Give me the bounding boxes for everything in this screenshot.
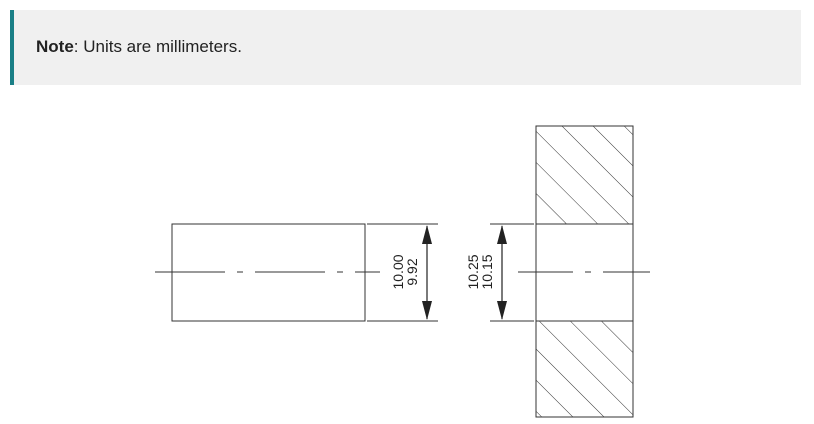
shaft: 10.00 9.92 bbox=[155, 223, 438, 322]
shaft-arrow-top bbox=[422, 225, 432, 244]
hole-dim-upper: 10.25 bbox=[465, 254, 481, 289]
shaft-arrow-bottom bbox=[422, 301, 432, 320]
hole-part: 10.25 10.15 bbox=[465, 125, 650, 418]
shaft-dim-lower: 9.92 bbox=[404, 258, 420, 285]
note-text: Note: Units are millimeters. bbox=[36, 36, 242, 58]
hole-arrow-top bbox=[497, 225, 507, 244]
shaft-dim-upper: 10.00 bbox=[390, 254, 406, 289]
hole-dim-lower: 10.15 bbox=[479, 254, 495, 289]
note-body: : Units are millimeters. bbox=[73, 37, 242, 56]
note-label: Note bbox=[36, 37, 74, 56]
hole-arrow-bottom bbox=[497, 301, 507, 320]
housing-bottom-section bbox=[535, 320, 634, 418]
note-callout: Note: Units are millimeters. bbox=[10, 10, 801, 85]
housing-top-section bbox=[535, 125, 634, 225]
